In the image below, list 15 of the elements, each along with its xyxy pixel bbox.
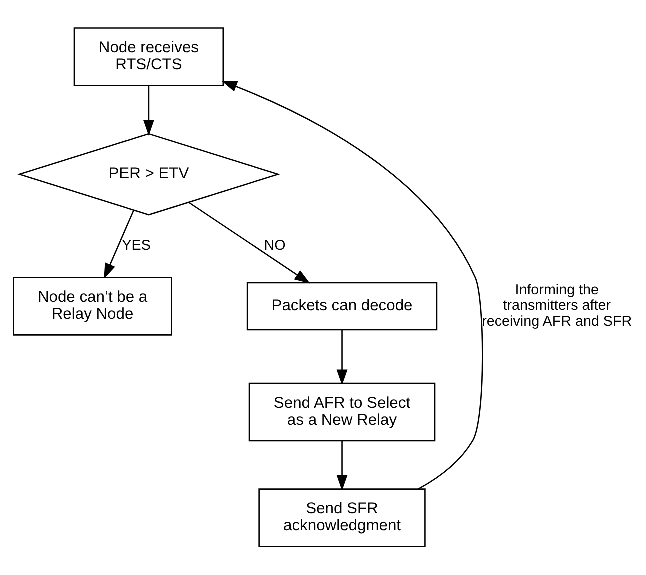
arrow bbox=[336, 330, 348, 386]
node-box: Packets can decode bbox=[246, 282, 438, 331]
node-diamond: PER > ETV bbox=[17, 133, 280, 216]
arrow bbox=[222, 81, 484, 490]
arrow bbox=[188, 202, 310, 284]
edge-label: YES bbox=[122, 238, 151, 254]
arrow bbox=[143, 86, 154, 136]
edge-label: NO bbox=[264, 238, 286, 254]
node-box: Node can’t be a Relay Node bbox=[13, 277, 172, 336]
node-box: Send AFR to Select as a New Relay bbox=[248, 382, 436, 442]
arrow bbox=[336, 441, 348, 491]
arrow bbox=[104, 210, 134, 280]
node-box: Send SFR acknowledgment bbox=[258, 488, 426, 548]
node-box: Node receives RTS/CTS bbox=[74, 28, 224, 86]
edge-label: Informing the transmitters after receiving AFR and SFR bbox=[482, 282, 632, 330]
